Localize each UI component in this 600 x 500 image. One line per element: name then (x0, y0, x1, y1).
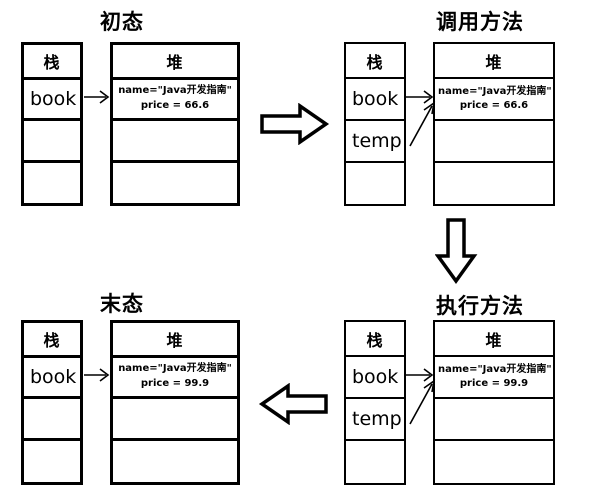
heap-object-1 (435, 399, 553, 442)
stack-slot-2 (346, 163, 404, 204)
heap-table-call-method: 堆 name="Java开发指南" price = 66.6 (433, 42, 555, 206)
heap-object-1 (113, 399, 237, 441)
heap-object-2 (113, 163, 237, 203)
pointer-arrow-book (84, 368, 110, 382)
heap-object-price-line: price = 99.9 (140, 377, 210, 389)
heap-object-name-line: name="Java开发指南" (118, 363, 232, 375)
stack-header-row: 栈 (24, 45, 80, 80)
heap-table-execute-method: 堆 name="Java开发指南" price = 99.9 (433, 320, 555, 485)
stack-slot-label: temp (352, 408, 402, 431)
stack-slot-1 (24, 399, 80, 441)
heap-table-initial-state: 堆 name="Java开发指南" price = 66.6 (110, 42, 240, 206)
stack-header-label: 栈 (43, 330, 61, 350)
heap-object-name-line: name="Java开发指南" (118, 85, 232, 97)
pointer-arrow-book (84, 90, 110, 104)
heap-header-row: 堆 (435, 322, 553, 358)
heap-header-label: 堆 (166, 330, 184, 350)
pointer-arrow-temp (409, 101, 436, 147)
stack-slot-label: book (30, 365, 77, 388)
stack-table-initial-state: 栈 book (21, 42, 83, 206)
heap-object-price-line: price = 66.6 (140, 99, 210, 111)
stack-table-call-method: 栈 book temp (344, 42, 406, 206)
flow-arrow-right-icon (260, 103, 330, 145)
stack-slot-2 (24, 441, 80, 482)
stack-header-row: 栈 (346, 322, 404, 358)
stack-slot-label: book (30, 87, 77, 110)
stack-header-row: 栈 (346, 44, 404, 80)
stack-slot-0: book (346, 357, 404, 400)
stack-header-label: 栈 (43, 52, 61, 72)
heap-object-name-line: name="Java开发指南" (438, 85, 552, 97)
panel-title-call-method: 调用方法 (436, 10, 524, 34)
stack-slot-0: book (24, 80, 80, 122)
heap-object-1 (113, 121, 237, 163)
stack-slot-label: book (352, 88, 399, 111)
heap-object-0: name="Java开发指南" price = 66.6 (113, 80, 237, 122)
panel-title-execute-method: 执行方法 (436, 294, 524, 318)
stack-slot-0: book (346, 79, 404, 122)
stack-slot-2 (24, 163, 80, 203)
stack-header-label: 栈 (366, 52, 384, 72)
stack-header-row: 栈 (24, 323, 80, 358)
flow-arrow-down-icon (435, 218, 478, 284)
stack-slot-label: temp (352, 130, 402, 153)
stack-slot-label: book (352, 366, 399, 389)
stack-table-final-state: 栈 book (21, 320, 83, 485)
heap-header-row: 堆 (113, 45, 237, 80)
pointer-arrow-book (406, 368, 434, 382)
heap-object-2 (435, 163, 553, 204)
heap-header-label: 堆 (485, 52, 503, 72)
heap-object-0: name="Java开发指南" price = 99.9 (113, 358, 237, 400)
heap-object-2 (435, 441, 553, 483)
heap-object-2 (113, 441, 237, 482)
stack-slot-1 (24, 121, 80, 163)
stack-slot-1: temp (346, 121, 404, 164)
panel-title-initial-state: 初态 (100, 10, 144, 34)
heap-header-label: 堆 (166, 52, 184, 72)
stack-header-label: 栈 (366, 330, 384, 350)
stack-slot-2 (346, 441, 404, 483)
heap-object-1 (435, 121, 553, 164)
heap-object-0: name="Java开发指南" price = 99.9 (435, 357, 553, 400)
pointer-arrow-temp (409, 379, 436, 425)
stack-slot-0: book (24, 358, 80, 400)
heap-header-row: 堆 (435, 44, 553, 80)
heap-header-label: 堆 (485, 330, 503, 350)
heap-object-price-line: price = 99.9 (459, 378, 529, 390)
panel-title-final-state: 末态 (100, 292, 144, 316)
heap-object-price-line: price = 66.6 (459, 100, 529, 112)
heap-object-name-line: name="Java开发指南" (438, 363, 552, 375)
pointer-arrow-book (406, 90, 434, 104)
flow-arrow-left-icon (258, 383, 328, 425)
stack-table-execute-method: 栈 book temp (344, 320, 406, 485)
heap-object-0: name="Java开发指南" price = 66.6 (435, 79, 553, 122)
heap-table-final-state: 堆 name="Java开发指南" price = 99.9 (110, 320, 240, 485)
stack-slot-1: temp (346, 399, 404, 442)
heap-header-row: 堆 (113, 323, 237, 358)
